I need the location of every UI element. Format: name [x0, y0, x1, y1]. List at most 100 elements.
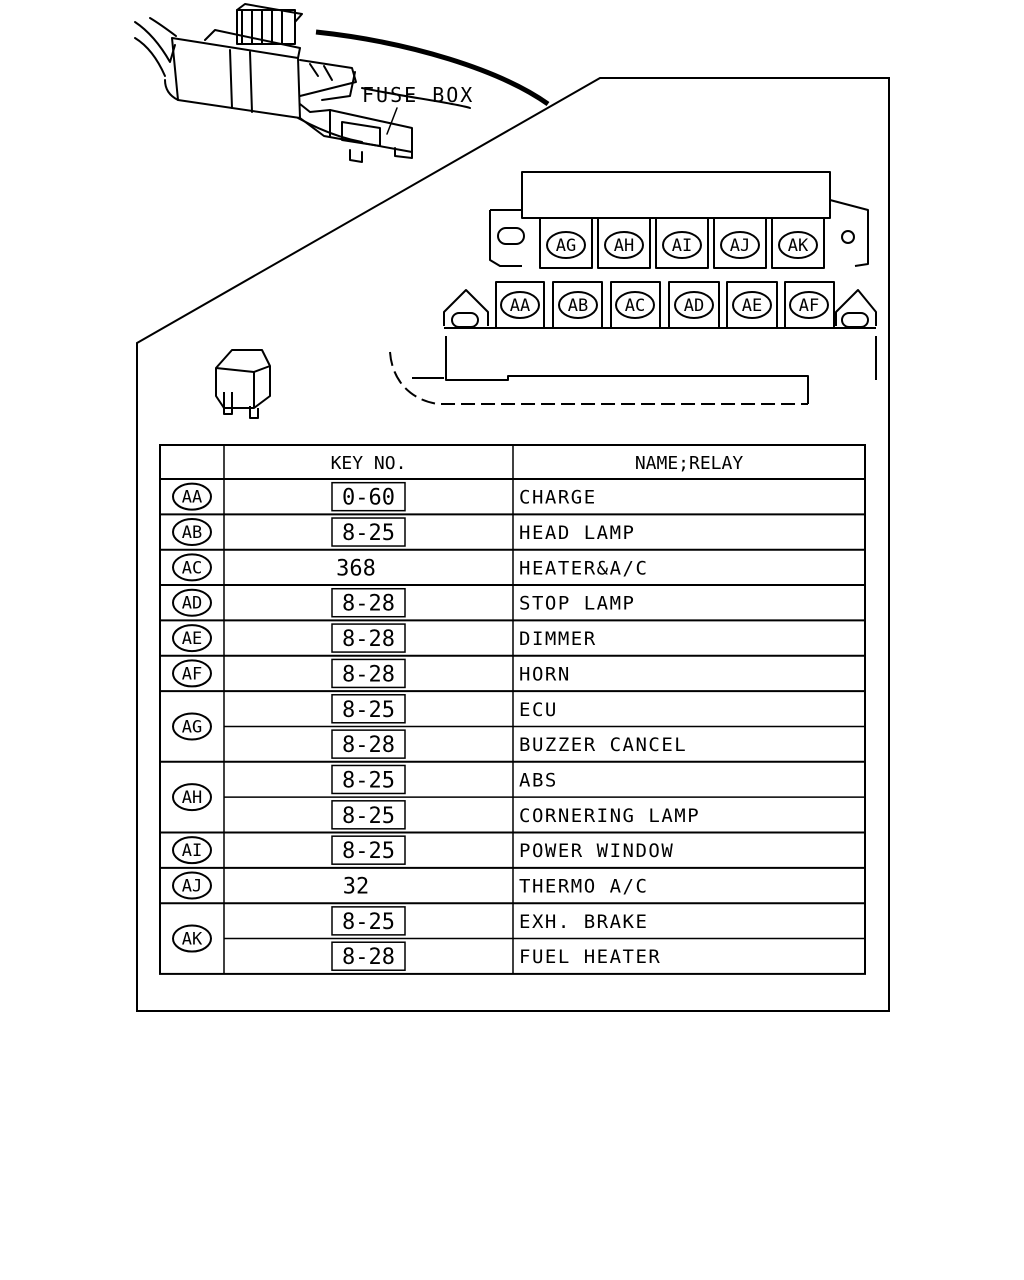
- code-oval: [546, 231, 586, 259]
- code-oval: [172, 836, 212, 865]
- code-ad: AD: [172, 588, 212, 617]
- code-oval: [172, 624, 212, 653]
- code-text: AG: [182, 717, 202, 737]
- key-box: [331, 764, 406, 795]
- header-name-relay: NAME;RELAY: [635, 453, 744, 474]
- key-box: [331, 729, 406, 759]
- key-number: 8-25: [342, 804, 395, 829]
- key-number: 8-25: [342, 839, 395, 864]
- code-text: AA: [182, 488, 202, 508]
- code-oval: [615, 291, 655, 319]
- code-ah: AH: [172, 783, 212, 812]
- code-af: AF: [172, 659, 212, 688]
- relay-name: HORN: [519, 663, 571, 685]
- code-text: AH: [614, 236, 634, 256]
- table-row: 8-25 ABS: [331, 764, 558, 795]
- table-group: 8-25 HEAD LAMP AB: [160, 517, 865, 551]
- key-box: [331, 481, 406, 512]
- relay-name: CORNERING LAMP: [519, 805, 700, 827]
- code-text: AF: [182, 664, 202, 684]
- table-row: 368 HEATER&A/C: [336, 556, 648, 581]
- code-text: AC: [182, 558, 202, 578]
- code-oval: [172, 553, 212, 582]
- relay-position-ad: AD: [674, 291, 714, 319]
- code-oval: [604, 231, 644, 259]
- table-group: 368 HEATER&A/C AC: [160, 553, 865, 587]
- relay-position-af: AF: [789, 291, 829, 319]
- relay-position-ae: AE: [732, 291, 772, 319]
- code-text: AK: [788, 236, 809, 256]
- relay-name: HEAD LAMP: [519, 522, 635, 544]
- relay-position-ac: AC: [615, 291, 655, 319]
- fuse-box-label: FUSE BOX: [362, 83, 474, 107]
- code-text: AE: [742, 296, 762, 316]
- diagram-frame: [136, 77, 890, 1012]
- relay-name: CHARGE: [519, 487, 597, 509]
- code-oval: [500, 291, 540, 319]
- key-number: 8-25: [342, 521, 395, 546]
- relay-position-ai: AI: [662, 231, 702, 259]
- relay-icon: [215, 349, 271, 419]
- code-oval: [172, 659, 212, 688]
- code-oval: [172, 783, 212, 812]
- table-row: 8-25 HEAD LAMP: [331, 517, 635, 547]
- table-row: 0-60 CHARGE: [331, 481, 597, 512]
- key-number: 32: [343, 875, 370, 900]
- relay-name: ABS: [519, 769, 558, 791]
- code-oval: [674, 291, 714, 319]
- code-ag: AG: [172, 712, 212, 741]
- code-text: AK: [182, 930, 203, 950]
- key-number: 0-60: [342, 486, 395, 511]
- relay-position-ak: AK: [778, 231, 818, 259]
- code-text: AB: [568, 296, 588, 316]
- relay-position-aj: AJ: [720, 231, 760, 259]
- key-box: [331, 906, 406, 936]
- key-number: 8-28: [342, 733, 395, 758]
- key-number: 368: [336, 556, 376, 581]
- table-row: 8-25 CORNERING LAMP: [331, 800, 700, 830]
- relay-name: EXH. BRAKE: [519, 911, 648, 933]
- relay-name: ECU: [519, 699, 558, 721]
- relay-position-ag: AG: [546, 231, 586, 259]
- code-oval: [720, 231, 760, 259]
- code-text: AJ: [182, 877, 202, 897]
- table-group: 8-28 DIMMER AE: [160, 623, 865, 657]
- code-ac: AC: [172, 553, 212, 582]
- code-oval: [172, 712, 212, 741]
- table-row: 8-25 EXH. BRAKE: [331, 906, 648, 936]
- zoom-connector-curve: [315, 29, 550, 107]
- code-text: AE: [182, 629, 202, 649]
- fuse-box-harness-illustration: [134, 3, 471, 163]
- code-text: AD: [684, 296, 704, 316]
- code-text: AI: [672, 236, 692, 256]
- key-number: 8-28: [342, 945, 395, 970]
- relay-position-labels: AG AH AI AJ AK AA AB AC AD AE AF: [500, 231, 829, 319]
- code-text: AB: [182, 523, 202, 543]
- code-oval: [778, 231, 818, 259]
- code-oval: [558, 291, 598, 319]
- key-number: 8-25: [342, 768, 395, 793]
- code-text: AF: [799, 296, 819, 316]
- relay-block-drawing: [389, 171, 877, 405]
- code-text: AA: [510, 296, 530, 316]
- code-text: AI: [182, 841, 202, 861]
- code-oval: [172, 924, 212, 953]
- code-ai: AI: [172, 836, 212, 865]
- relay-name: FUEL HEATER: [519, 946, 661, 968]
- code-text: AJ: [730, 236, 750, 256]
- table-group: 0-60 CHARGE AA: [160, 481, 865, 516]
- key-number: 8-28: [342, 627, 395, 652]
- code-ab: AB: [172, 518, 212, 547]
- relay-name: HEATER&A/C: [519, 557, 648, 579]
- relay-name: DIMMER: [519, 628, 597, 650]
- key-number: 8-25: [342, 910, 395, 935]
- code-text: AD: [182, 594, 202, 614]
